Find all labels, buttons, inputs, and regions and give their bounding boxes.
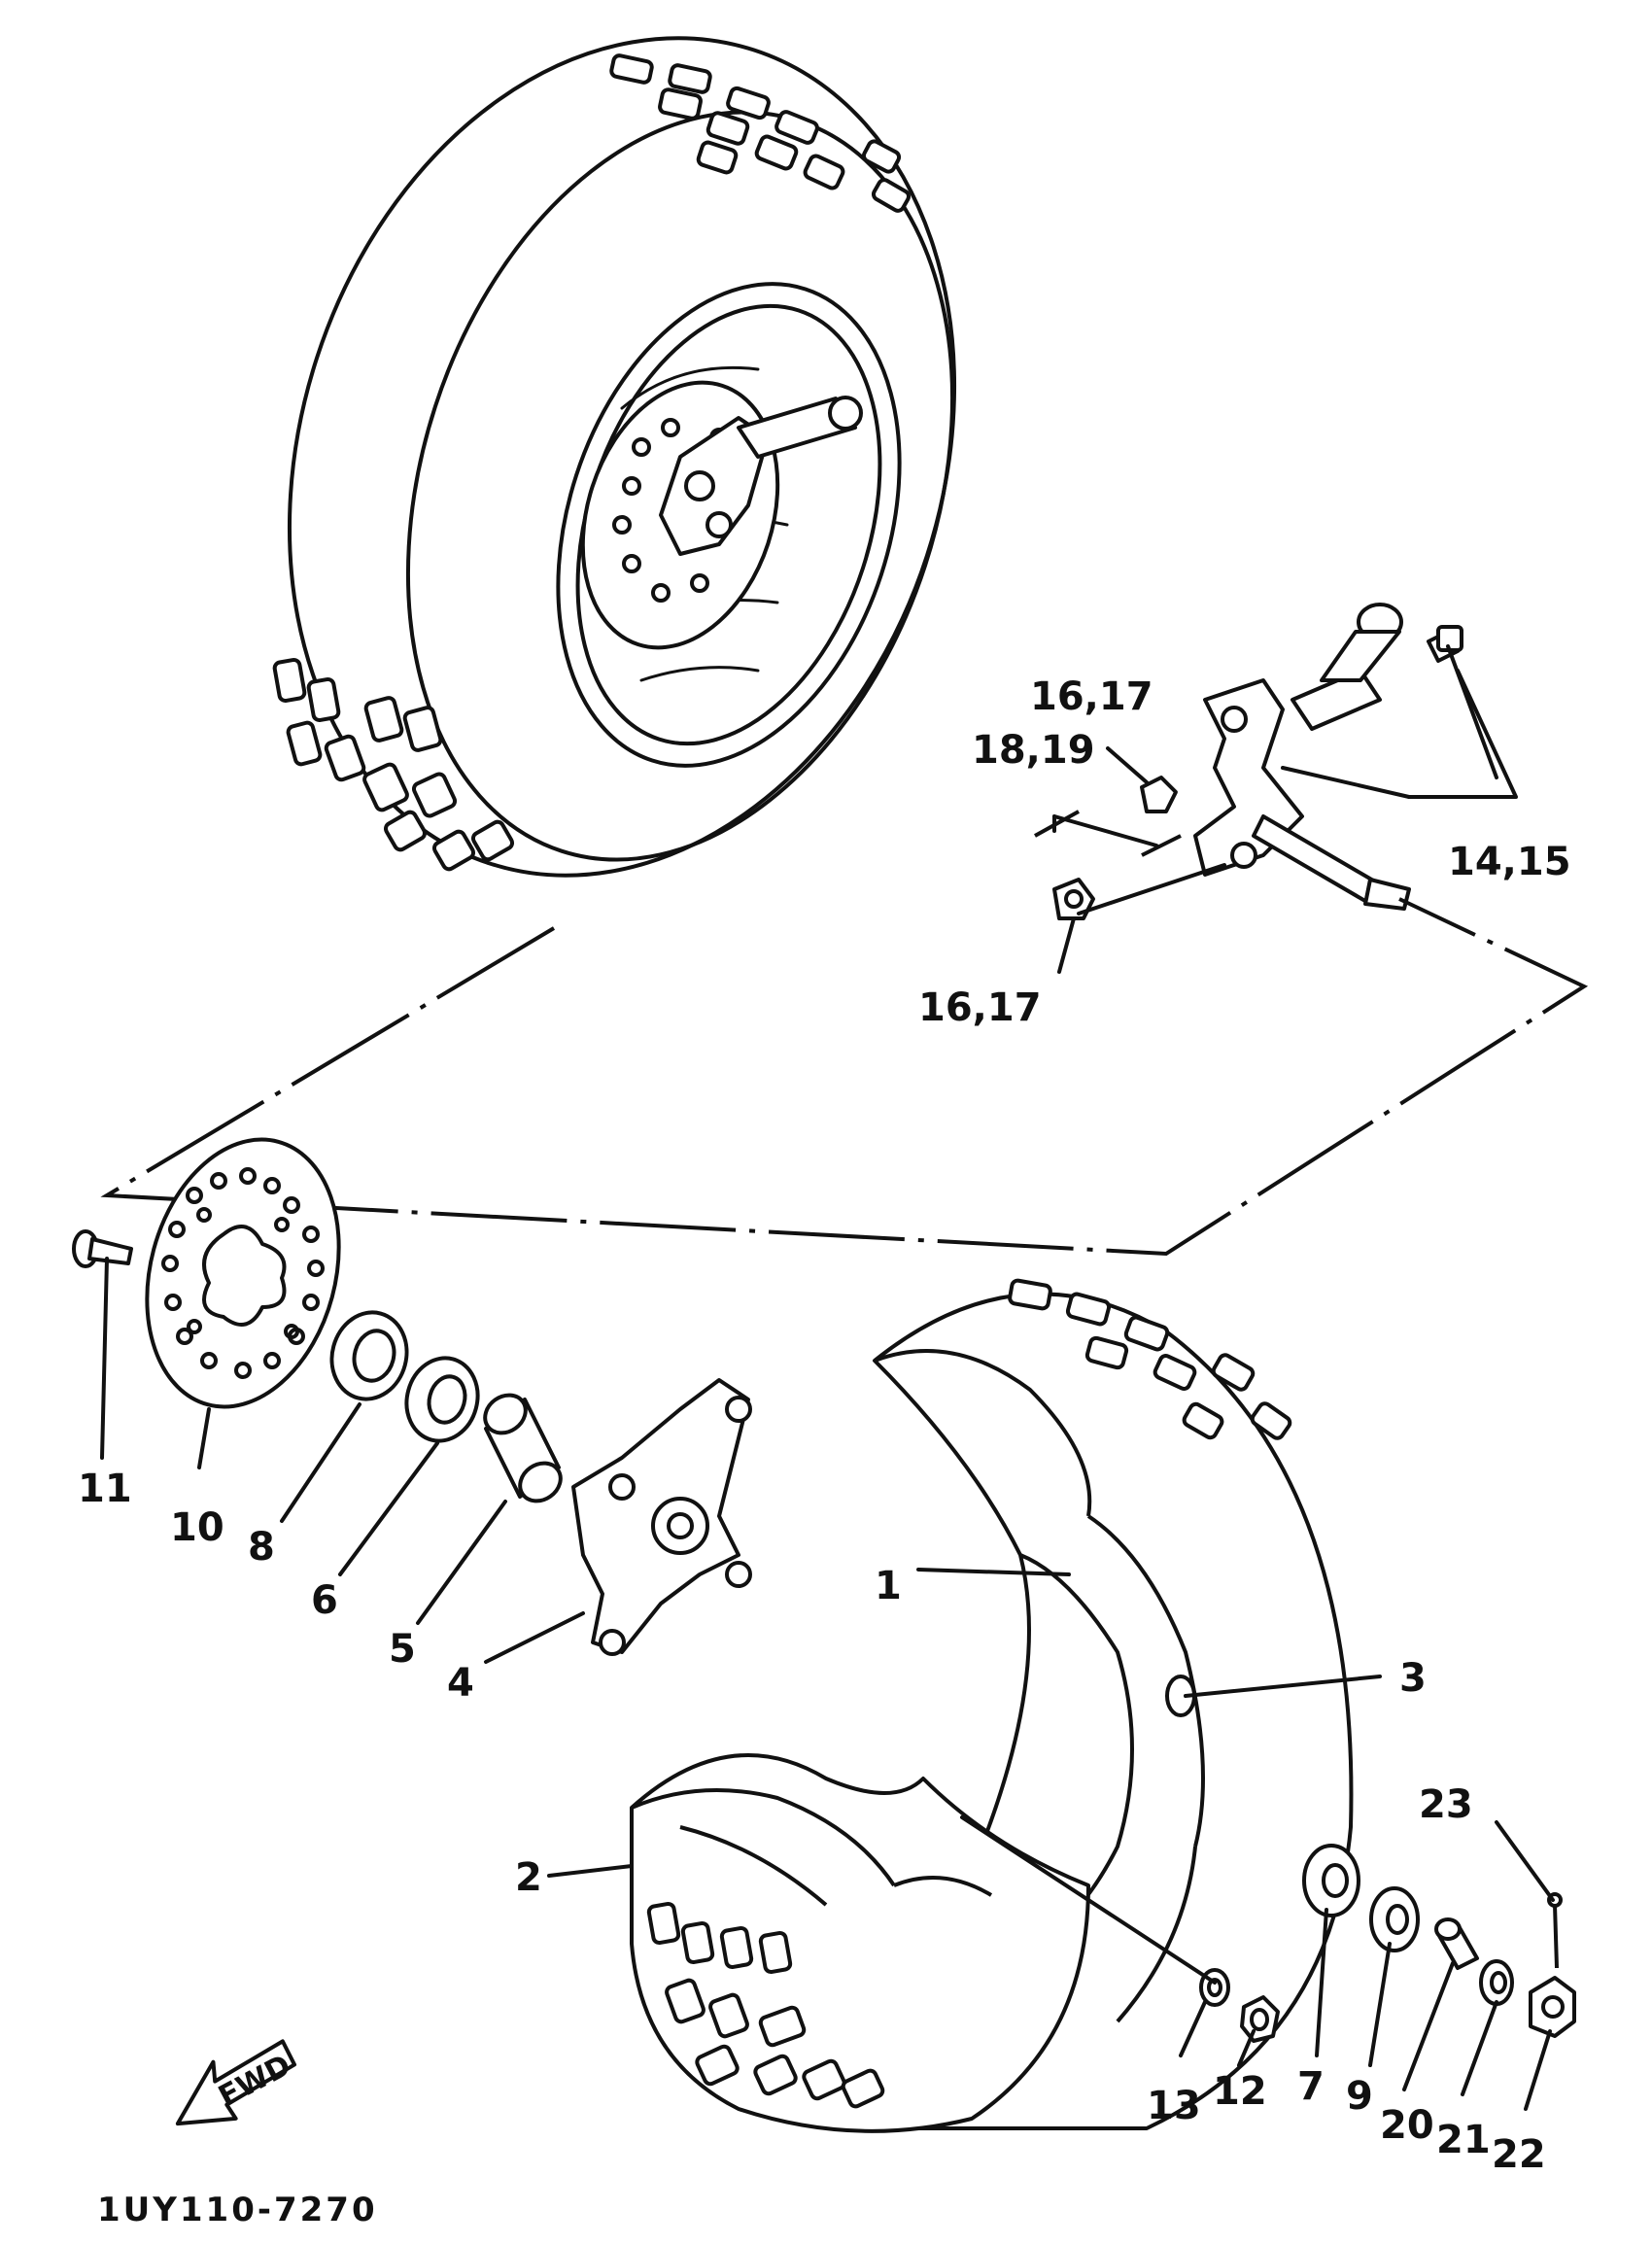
bearing-7 [1302, 1844, 1360, 1917]
tire-tread-top [609, 53, 912, 213]
callout-10: 10 [170, 1505, 224, 1550]
assembly-reference-line [100, 897, 1589, 1257]
callout-6: 6 [311, 1578, 338, 1623]
castle-nut-22 [1529, 1976, 1576, 2038]
spacer-collar [483, 1393, 563, 1503]
diagram-code: 1UY110-7270 [97, 2191, 378, 2229]
brake-disc [145, 1137, 341, 1409]
tire-tread-bottom [272, 657, 515, 872]
callout-5: 5 [389, 1627, 416, 1672]
cotter-pin-23 [1547, 1892, 1563, 1969]
callout-13: 13 [1147, 2084, 1201, 2128]
leader-lines [100, 644, 1555, 2111]
callout-21: 21 [1436, 2118, 1491, 2162]
spacer-20 [1434, 1917, 1479, 1970]
washer-21 [1479, 1959, 1514, 2006]
callout-4: 4 [447, 1661, 474, 1706]
callout-1: 1 [875, 1564, 902, 1608]
nut-12 [1240, 1995, 1280, 2043]
callout-3: 3 [1399, 1656, 1427, 1701]
wheel-hub [571, 1378, 752, 1656]
callout-8: 8 [248, 1525, 275, 1570]
callout-23: 23 [1419, 1782, 1473, 1827]
callout-11: 11 [78, 1467, 132, 1511]
callout-16-17-bottom: 16,17 [918, 985, 1042, 1030]
callout-2: 2 [515, 1855, 542, 1900]
callout-22: 22 [1492, 2132, 1546, 2177]
assembled-wheel [272, 36, 957, 878]
disc-bolt [72, 1229, 133, 1268]
callout-16-17-top: 16,17 [1030, 674, 1153, 719]
knuckle-on-wheel [659, 396, 863, 556]
callout-7: 7 [1297, 2064, 1325, 2109]
steering-knuckle-assembly [1034, 603, 1463, 920]
callout-9: 9 [1346, 2074, 1373, 2119]
oil-seal [329, 1310, 409, 1401]
rim-half-2-and-tire [630, 1753, 1090, 2133]
callout-12: 12 [1213, 2069, 1267, 2114]
callout-labels: 1 2 3 4 5 6 7 8 9 10 11 12 13 14,15 16,1… [78, 674, 1571, 2177]
forward-arrow-icon: FWD [175, 2039, 296, 2126]
callout-18-19: 18,19 [972, 728, 1095, 773]
bearing-6 [404, 1356, 480, 1443]
oil-seal-9 [1369, 1886, 1420, 1952]
callout-14-15: 14,15 [1448, 840, 1571, 884]
callout-20: 20 [1380, 2103, 1434, 2148]
